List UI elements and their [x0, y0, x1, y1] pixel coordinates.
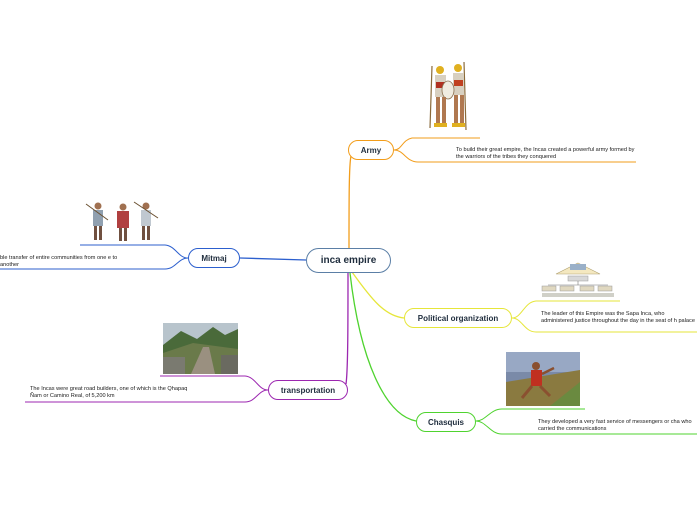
mitmaj-note: ble transfer of entire communities from …: [0, 255, 118, 269]
army-note: To build their great empire, the Incas c…: [456, 147, 635, 161]
inca-road-image: [163, 323, 238, 374]
topic-chasquis[interactable]: Chasquis: [416, 412, 476, 432]
political-hierarchy-image: [540, 262, 616, 299]
topic-army[interactable]: Army: [348, 140, 394, 160]
central-topic[interactable]: inca empire: [306, 248, 391, 273]
transportation-note: The Incas were great road builders, one …: [30, 386, 188, 400]
chasquis-note: They developed a very fast service of me…: [538, 419, 692, 433]
topic-political-organization[interactable]: Political organization: [404, 308, 512, 328]
political-note: The leader of this Empire was the Sapa I…: [541, 311, 695, 325]
topic-mitmaj[interactable]: Mitmaj: [188, 248, 240, 268]
army-warriors-image: [418, 58, 478, 136]
topic-transportation[interactable]: transportation: [268, 380, 348, 400]
mitmaj-people-image: [84, 200, 162, 243]
chasquis-messenger-image: [506, 352, 580, 406]
